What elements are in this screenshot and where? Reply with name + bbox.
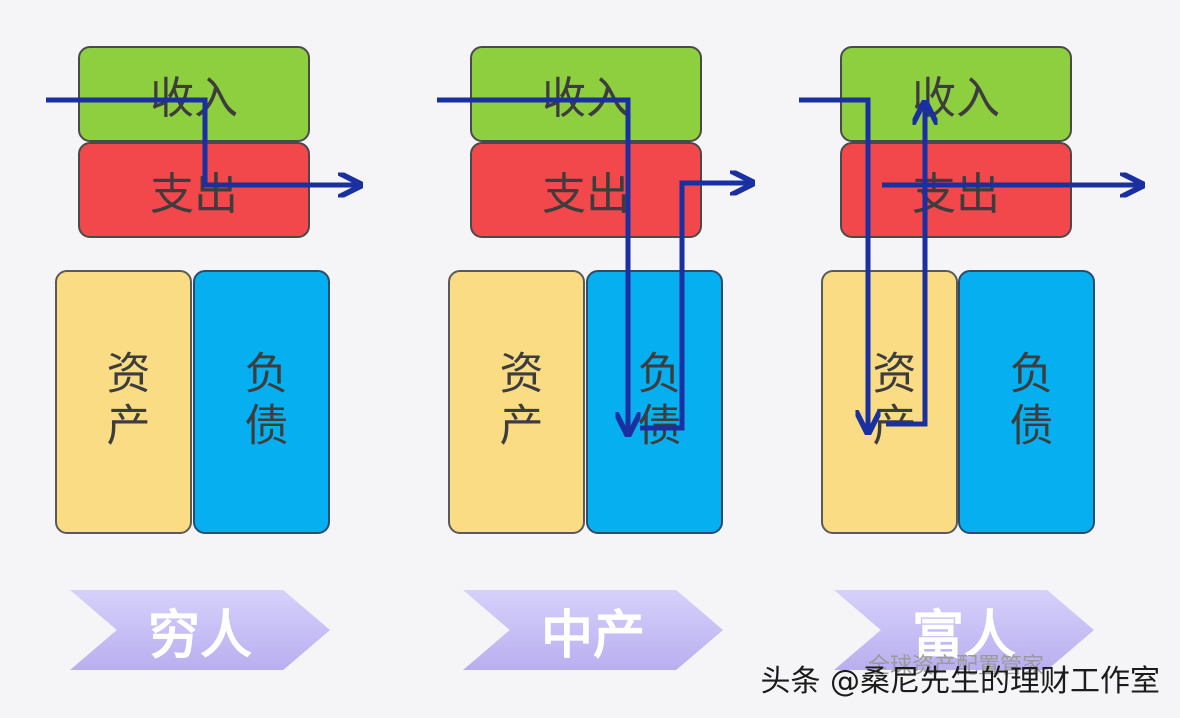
watermark-secondary: 全球资产配置管家 [868, 654, 1045, 679]
liability-box-middle: 负债 [586, 270, 723, 534]
expense-box-rich: 支出 [840, 142, 1072, 238]
label-poor: 穷人 [70, 590, 330, 670]
income-box-rich: 收入 [840, 46, 1072, 142]
flow-poor [46, 97, 358, 185]
liability-box-rich: 负债 [958, 270, 1095, 534]
expense-box-middle: 支出 [470, 142, 702, 238]
flow-rich-to-asset [799, 97, 868, 430]
asset-box-middle: 资产 [448, 270, 585, 534]
income-box-poor: 收入 [78, 46, 310, 142]
watermark-main: 头条 @桑尼先生的理财工作室 [760, 664, 1160, 699]
expense-box-poor: 支出 [78, 142, 310, 238]
liability-box-poor: 负债 [193, 270, 330, 534]
flow-middle-to-liability [437, 97, 628, 432]
flow-middle-liability-out [640, 183, 750, 431]
asset-box-rich: 资产 [821, 270, 958, 534]
flow-rich-asset-to-income [886, 105, 925, 427]
asset-box-poor: 资产 [55, 270, 192, 534]
